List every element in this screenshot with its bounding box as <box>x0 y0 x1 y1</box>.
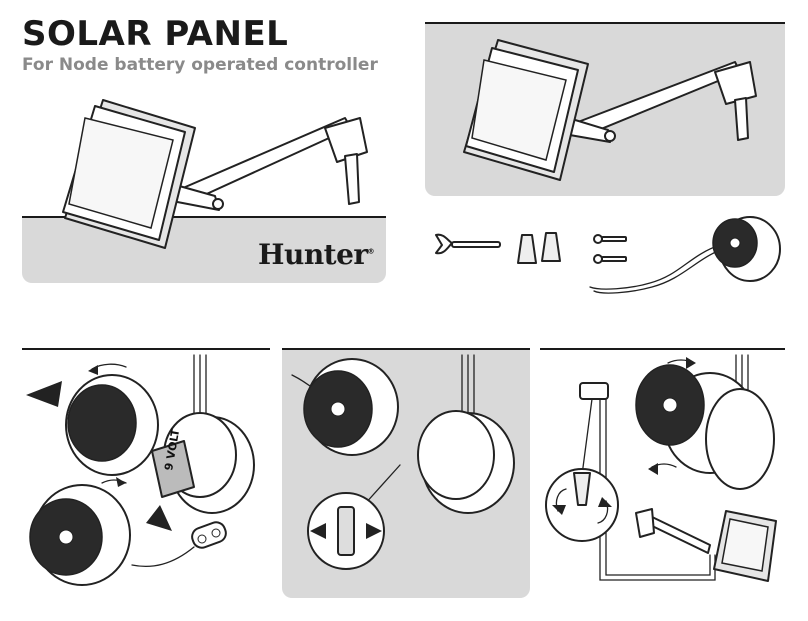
brand-logo: Hunter® <box>258 238 375 271</box>
controller-housing-icon <box>705 388 775 490</box>
mounted-panel-rule <box>425 22 785 24</box>
mounted-solar-panel-illustration <box>463 39 757 181</box>
wing-screw-icon <box>435 233 501 255</box>
solar-panel-icon <box>713 510 777 582</box>
controller-icon <box>712 216 781 282</box>
rotate-arrow-icon <box>667 357 696 369</box>
brand-mark: ® <box>367 247 375 256</box>
screw-icon <box>593 254 627 264</box>
wire-nut-icon <box>517 234 537 264</box>
step2-rule <box>282 348 530 350</box>
mounting-arm-icon <box>561 61 757 143</box>
arrow-down-icon <box>146 505 172 531</box>
solar-panel-icon <box>62 99 196 249</box>
step1-rule <box>22 348 270 350</box>
mounting-arm-icon <box>164 117 368 211</box>
solar-panel-icon <box>463 39 589 181</box>
screw-icon <box>593 234 627 244</box>
rotate-arrow-icon <box>648 463 677 475</box>
wire-nut-icon <box>541 232 561 262</box>
controller-icon <box>29 484 131 586</box>
battery-icon: 9 VOLT <box>151 428 195 498</box>
controller-housing-icon <box>417 410 515 514</box>
zoom-circle-icon <box>545 398 619 542</box>
hero-panel-bg <box>22 217 386 283</box>
step3-illustration <box>545 354 777 582</box>
rotate-arrow-icon <box>88 363 127 375</box>
step1-illustration: 9 VOLT <box>26 354 255 586</box>
controller-housing-icon <box>163 354 255 514</box>
rotate-arrow-icon <box>101 477 127 487</box>
connector-icon <box>131 521 227 568</box>
connector-icon <box>579 382 609 400</box>
page-subtitle: For Node battery operated controller <box>22 55 378 75</box>
parts-list-illustration <box>435 216 781 294</box>
hero-solar-panel-illustration <box>62 99 368 249</box>
step3-rule <box>540 348 785 350</box>
controller-icon <box>65 374 159 476</box>
arrow-left-icon <box>26 381 62 407</box>
controller-icon <box>303 358 399 456</box>
page-title: SOLAR PANEL <box>22 14 289 54</box>
mounting-arm-icon <box>635 508 711 554</box>
wire-icon <box>589 244 723 294</box>
step2-illustration <box>291 354 515 570</box>
zoom-circle-icon <box>307 464 401 570</box>
hero-panel-rule <box>22 216 386 218</box>
brand-name: Hunter <box>258 238 368 271</box>
